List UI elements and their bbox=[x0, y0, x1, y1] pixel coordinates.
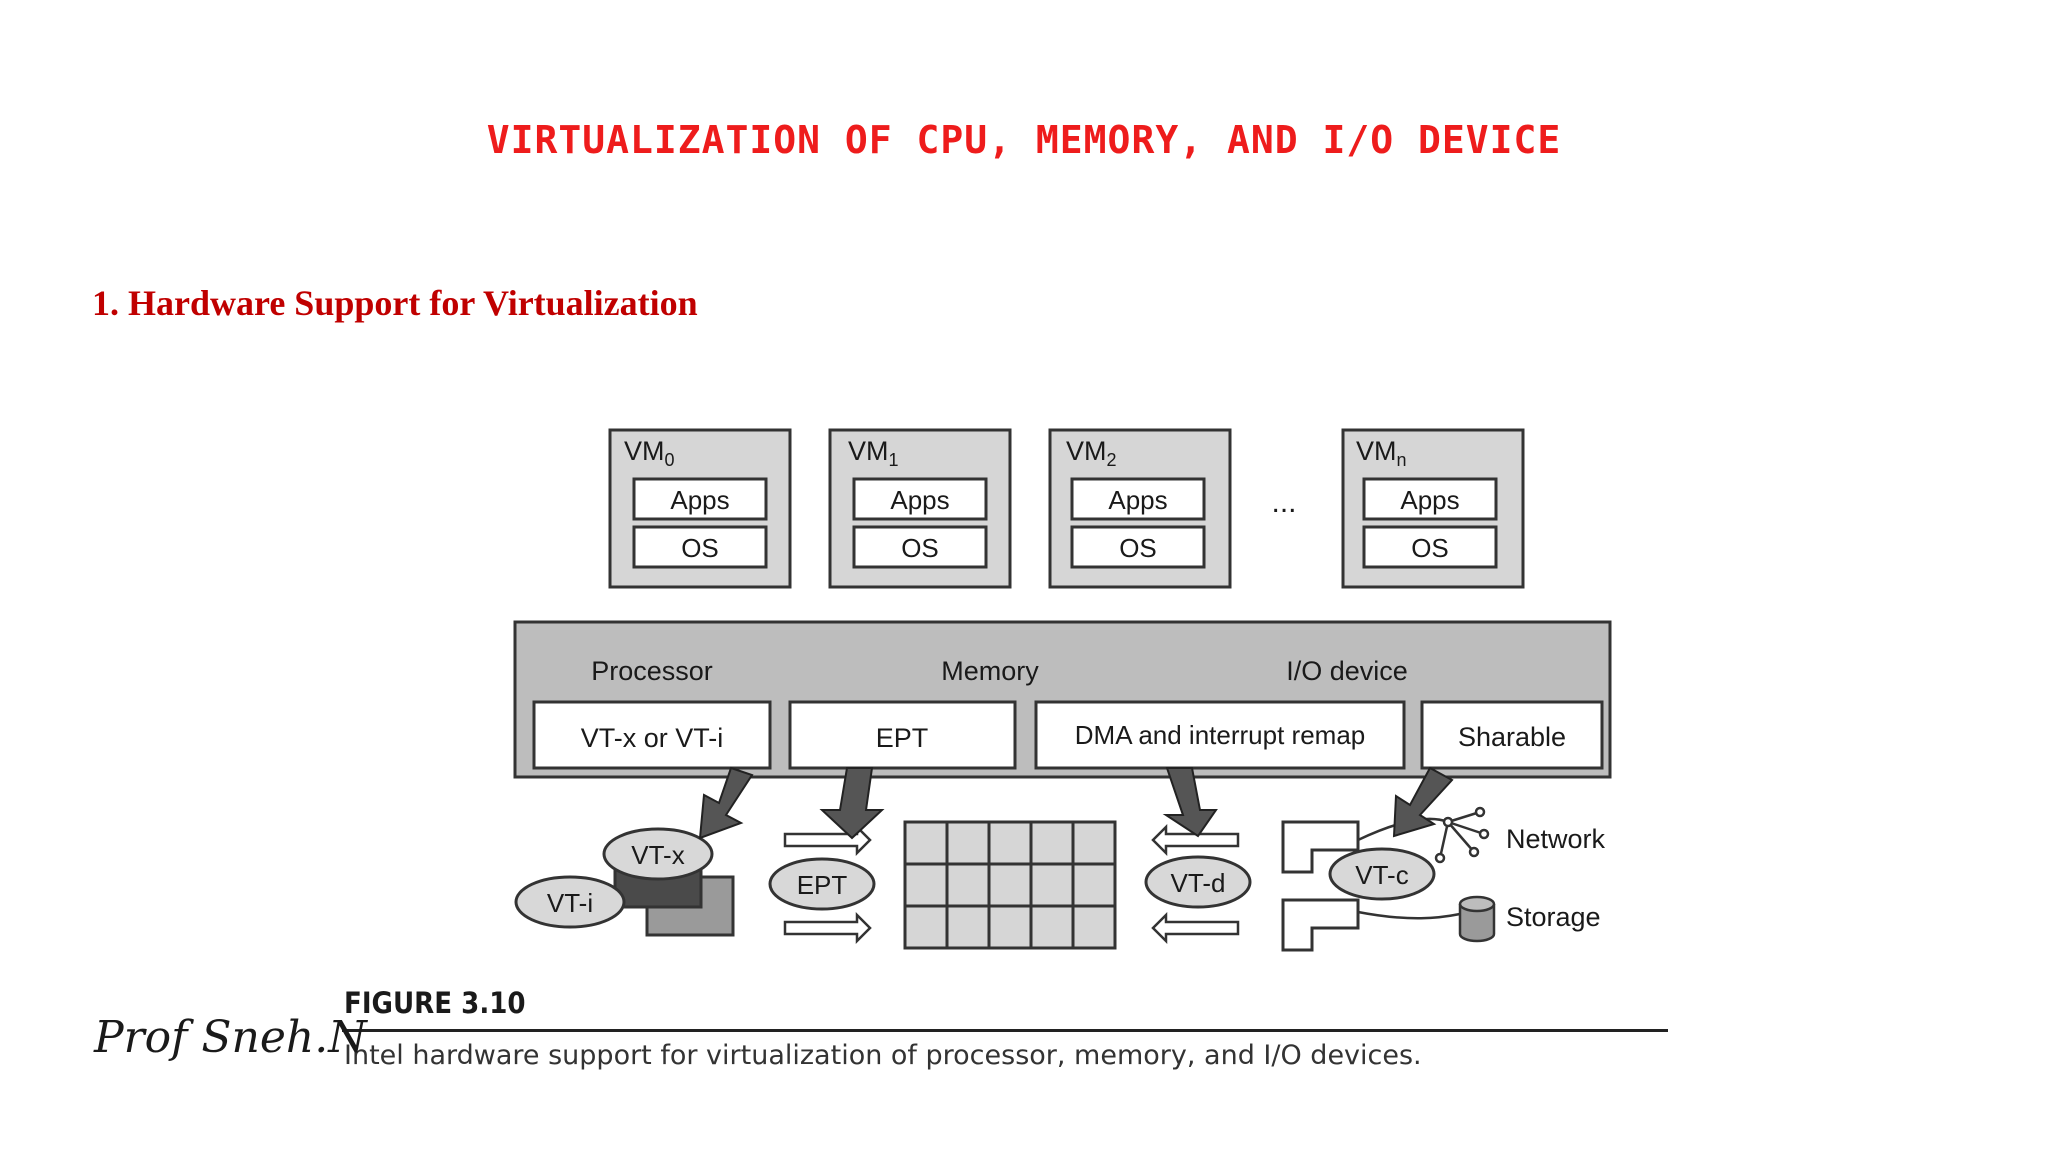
vm-ellipsis: ... bbox=[1271, 486, 1296, 519]
memory-grid-cell bbox=[1071, 904, 1117, 950]
network-label: Network bbox=[1506, 824, 1606, 854]
svg-text:VM2: VM2 bbox=[1066, 436, 1117, 470]
arrow-processor bbox=[698, 766, 754, 840]
memory-grid-cell bbox=[945, 820, 991, 866]
memory-grid-cell bbox=[903, 904, 949, 950]
processor-label: Processor bbox=[591, 656, 713, 686]
storage-label: Storage bbox=[1506, 902, 1601, 932]
memory-grid-cell bbox=[1029, 904, 1075, 950]
vm-os-label: OS bbox=[1119, 533, 1157, 563]
vtc-ellipse-label: VT-c bbox=[1355, 860, 1408, 890]
vm-name: VM bbox=[848, 436, 889, 466]
dma-remap: VT-d bbox=[1144, 823, 1252, 945]
arrow-memory bbox=[819, 767, 885, 840]
arrow-dma bbox=[1162, 767, 1218, 838]
memory-grid-cell bbox=[987, 904, 1033, 950]
dma-box-label: DMA and interrupt remap bbox=[1075, 720, 1365, 750]
vm-os-label: OS bbox=[681, 533, 719, 563]
vtd-arrow-left-top bbox=[1151, 823, 1240, 857]
figure-caption: Intel hardware support for virtualizatio… bbox=[344, 1040, 1422, 1071]
nic-port-bottom bbox=[1281, 898, 1360, 952]
io-device-label: I/O device bbox=[1286, 656, 1408, 686]
vm-os-label: OS bbox=[1411, 533, 1449, 563]
memory-translation: EPT bbox=[768, 823, 876, 945]
vtd-ellipse-label: VT-d bbox=[1171, 868, 1226, 898]
vm-name: VM bbox=[1066, 436, 1107, 466]
vtx-vti-box-label: VT-x or VT-i bbox=[581, 723, 724, 753]
vm-name: VM bbox=[624, 436, 665, 466]
memory-grid bbox=[903, 820, 1117, 950]
memory-grid-cell bbox=[1071, 820, 1117, 866]
nic-port-top bbox=[1281, 820, 1360, 874]
vm-apps-label: Apps bbox=[670, 485, 729, 515]
figure-rule bbox=[342, 1029, 1668, 1032]
section-heading: 1. Hardware Support for Virtualization bbox=[92, 283, 698, 323]
vm-apps-label: Apps bbox=[890, 485, 949, 515]
sharable-box-label: Sharable bbox=[1458, 722, 1566, 752]
vm-apps-label: Apps bbox=[1400, 485, 1459, 515]
memory-grid-cell bbox=[1029, 862, 1075, 908]
vm-box-2: VM2 Apps OS bbox=[1048, 428, 1232, 589]
memory-grid-cell bbox=[1071, 862, 1117, 908]
vtd-arrow-left-bottom bbox=[1151, 911, 1240, 945]
svg-text:VMn: VMn bbox=[1356, 436, 1407, 470]
vm-subscript: 1 bbox=[889, 450, 899, 470]
memory-grid-cell bbox=[1029, 820, 1075, 866]
mapping-arrows bbox=[698, 766, 1454, 840]
processor-chips: VT-x VT-i bbox=[514, 827, 735, 937]
arrow-sharable bbox=[1392, 766, 1454, 838]
vm-box-n: VMn Apps OS bbox=[1341, 428, 1525, 589]
memory-grid-cell bbox=[903, 820, 949, 866]
vm-box-1: VM1 Apps OS bbox=[828, 428, 1012, 589]
memory-grid-cell bbox=[903, 862, 949, 908]
vti-ellipse-label: VT-i bbox=[547, 888, 593, 918]
memory-grid-cell bbox=[987, 820, 1033, 866]
svg-text:VM0: VM0 bbox=[624, 436, 675, 470]
memory-grid-cell bbox=[945, 862, 991, 908]
memory-grid-cell bbox=[987, 862, 1033, 908]
ept-box-label: EPT bbox=[876, 723, 929, 753]
ept-arrow-right-bottom bbox=[783, 911, 872, 945]
slide-title: VIRTUALIZATION OF CPU, MEMORY, AND I/O D… bbox=[486, 118, 1562, 162]
author-signature: Prof Sneh.N bbox=[94, 1012, 367, 1063]
vm-apps-label: Apps bbox=[1108, 485, 1167, 515]
vm-box-0: VM0 Apps OS bbox=[608, 428, 792, 589]
figure-label: FIGURE 3.10 bbox=[344, 986, 526, 1020]
hardware-layer: Processor Memory I/O device VT-x or VT-i… bbox=[513, 620, 1612, 779]
vm-subscript: 0 bbox=[665, 450, 675, 470]
vm-subscript: n bbox=[1397, 450, 1407, 470]
svg-text:VM1: VM1 bbox=[848, 436, 899, 470]
ept-ellipse-label: EPT bbox=[797, 870, 848, 900]
vm-os-label: OS bbox=[901, 533, 939, 563]
vm-name: VM bbox=[1356, 436, 1397, 466]
network-icon bbox=[1434, 806, 1490, 864]
memory-grid-cell bbox=[945, 904, 991, 950]
vtx-ellipse-label: VT-x bbox=[631, 840, 684, 870]
memory-label: Memory bbox=[941, 656, 1039, 686]
shared-io-devices: VT-c Network Storage bbox=[1281, 806, 1606, 952]
storage-icon bbox=[1458, 895, 1496, 943]
vm-subscript: 2 bbox=[1107, 450, 1117, 470]
